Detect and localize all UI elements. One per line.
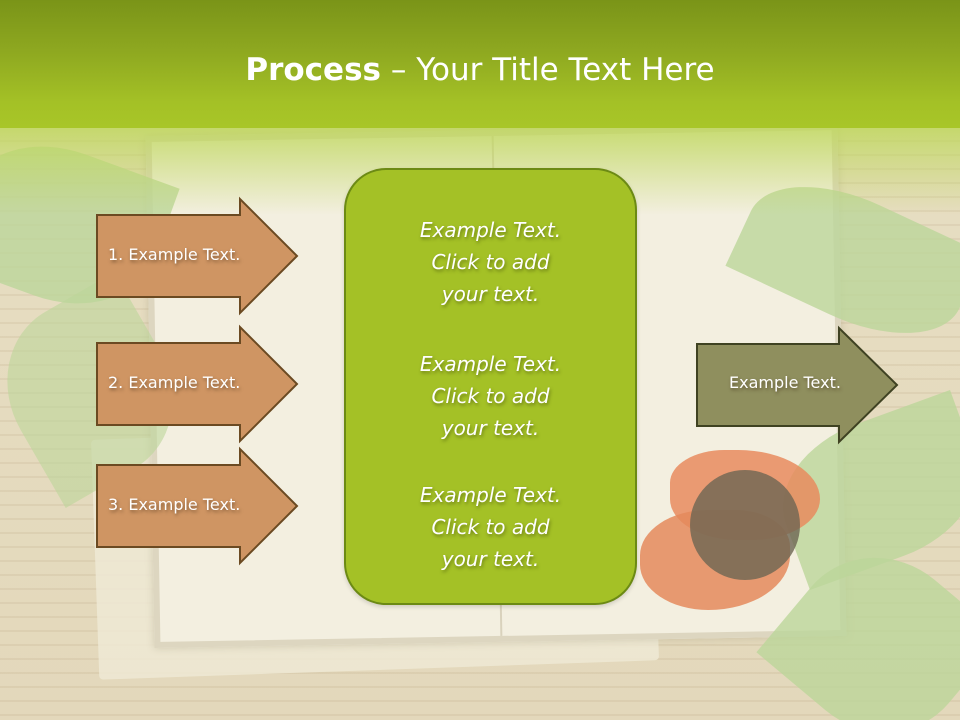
process-arrow-2[interactable]: 2. Example Text. [96, 324, 299, 444]
butterfly-image [640, 440, 840, 620]
arrow-right-shape [96, 196, 299, 316]
arrow-right-shape [96, 446, 299, 566]
slide-title[interactable]: Process – Your Title Text Here [0, 52, 960, 88]
title-bold: Process [245, 52, 381, 88]
text-line: your text. [441, 547, 540, 571]
center-text-box[interactable]: Example Text. Click to add your text. Ex… [344, 168, 637, 605]
text-line: Click to add [431, 384, 550, 408]
arrow-right-shape [696, 325, 899, 445]
title-bar: Process – Your Title Text Here [0, 0, 960, 128]
title-rest: – Your Title Text Here [381, 52, 715, 88]
text-line: Click to add [431, 250, 550, 274]
arrow-label: 2. Example Text. [108, 373, 241, 392]
text-line: Example Text. [419, 218, 562, 242]
arrow-label: Example Text. [729, 373, 841, 392]
text-line: your text. [441, 416, 540, 440]
process-arrow-1[interactable]: 1. Example Text. [96, 196, 299, 316]
text-line: your text. [441, 282, 540, 306]
text-block-1[interactable]: Example Text. Click to add your text. [346, 214, 635, 310]
text-line: Click to add [431, 515, 550, 539]
text-block-3[interactable]: Example Text. Click to add your text. [346, 479, 635, 575]
result-arrow[interactable]: Example Text. [696, 325, 899, 445]
process-arrow-3[interactable]: 3. Example Text. [96, 446, 299, 566]
text-block-2[interactable]: Example Text. Click to add your text. [346, 348, 635, 444]
text-line: Example Text. [419, 352, 562, 376]
arrow-label: 1. Example Text. [108, 245, 241, 264]
text-line: Example Text. [419, 483, 562, 507]
arrow-right-shape [96, 324, 299, 444]
arrow-label: 3. Example Text. [108, 495, 241, 514]
